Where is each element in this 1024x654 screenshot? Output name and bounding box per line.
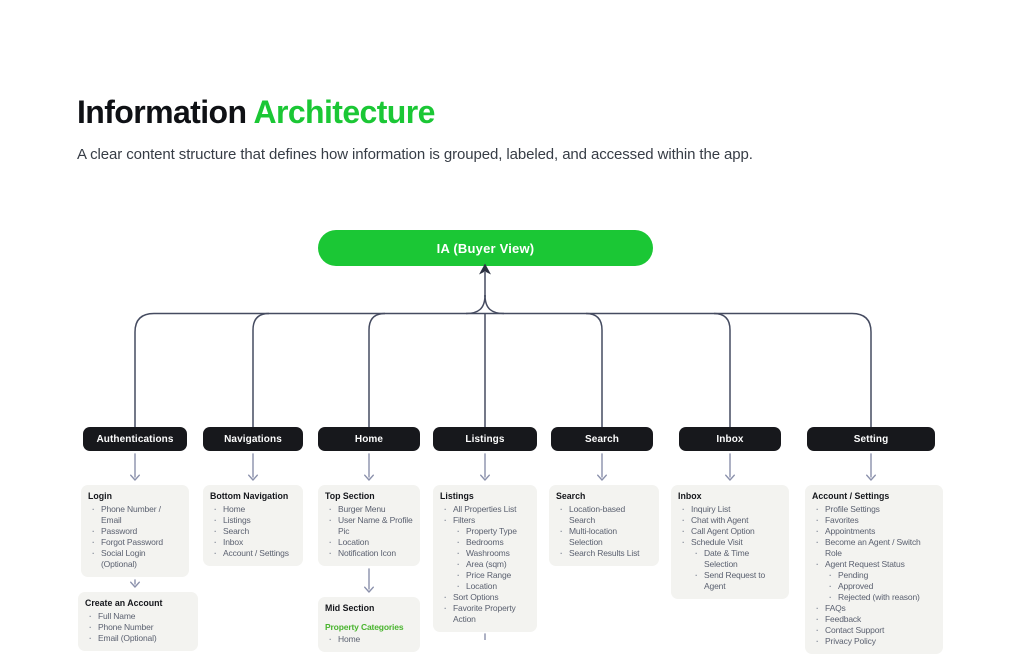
arrowhead-down-icon	[130, 581, 140, 588]
arrowhead-down-icon	[364, 474, 374, 481]
arrowhead-down-icon	[248, 474, 258, 481]
list-item: Become an Agent / Switch Role	[812, 537, 936, 559]
panel-title: Login	[88, 491, 112, 501]
list-item: Contact Support	[812, 625, 936, 636]
list-item: Multi-location Selection	[556, 526, 652, 548]
list-item: Approved	[825, 581, 936, 592]
list-item: Property Type	[453, 526, 530, 537]
list-item: Agent Request Status	[812, 559, 936, 570]
panel-search: SearchLocation-based SearchMulti-locatio…	[549, 485, 659, 566]
list-item: Filters	[440, 515, 530, 526]
list-item: Home	[210, 504, 296, 515]
panel-bottom-navigation: Bottom NavigationHomeListingsSearchInbox…	[203, 485, 303, 566]
list-item: Profile Settings	[812, 504, 936, 515]
list-item: Account / Settings	[210, 548, 296, 559]
trunk-flare-left	[465, 294, 486, 315]
list-item: Full Name	[85, 611, 191, 622]
list-item: All Properties List	[440, 504, 530, 515]
panel-listings: ListingsAll Properties ListFiltersProper…	[433, 485, 537, 632]
panel-title: Bottom Navigation	[210, 491, 289, 501]
panel-title: Inbox	[678, 491, 702, 501]
panel-title: Account / Settings	[812, 491, 890, 501]
arrowhead-down-icon	[597, 474, 607, 481]
arrowhead-down-icon	[866, 474, 876, 481]
list-item: User Name & Profile Pic	[325, 515, 413, 537]
node-authentications[interactable]: Authentications	[83, 427, 187, 451]
list-item: Burger Menu	[325, 504, 413, 515]
list-item: Schedule Visit	[678, 537, 782, 548]
panel-inbox: InboxInquiry ListChat with AgentCall Age…	[671, 485, 789, 599]
list-item: Bedrooms	[453, 537, 530, 548]
trunk-flare-right	[484, 294, 505, 315]
list-item: Listings	[210, 515, 296, 526]
node-inbox[interactable]: Inbox	[679, 427, 781, 451]
page-title-black: Information	[77, 94, 247, 130]
list-item: Inquiry List	[678, 504, 782, 515]
list-item: Area (sqm)	[453, 559, 530, 570]
page-title-green: Architecture	[253, 94, 436, 130]
branch-drop-inbox	[713, 312, 731, 427]
list-item: Privacy Policy	[812, 636, 936, 647]
panel-title: Listings	[440, 491, 474, 501]
branch-drop-navigations	[252, 312, 270, 427]
arrowhead-down-icon	[725, 474, 735, 481]
node-navigations[interactable]: Navigations	[203, 427, 303, 451]
node-listings[interactable]: Listings	[433, 427, 537, 451]
branch-drop-search	[585, 312, 603, 427]
list-item: Forgot Password	[88, 537, 182, 548]
list-item: Feedback	[812, 614, 936, 625]
list-item: Pending	[825, 570, 936, 581]
list-item: Notification Icon	[325, 548, 413, 559]
panel-subheading: Property Categories	[325, 622, 404, 632]
panel-title: Create an Account	[85, 598, 163, 608]
list-item: Appointments	[812, 526, 936, 537]
list-item: Location	[325, 537, 413, 548]
root-node-ia-buyer-view[interactable]: IA (Buyer View)	[318, 230, 653, 266]
node-home[interactable]: Home	[318, 427, 420, 451]
page-title: Information Architecture	[77, 94, 435, 131]
arrowhead-down-icon	[130, 474, 140, 481]
list-item: Email (Optional)	[85, 633, 191, 644]
list-item: Inbox	[210, 537, 296, 548]
panel-top-section: Top SectionBurger MenuUser Name & Profil…	[318, 485, 420, 566]
list-item: Send Request to Agent	[691, 570, 782, 592]
list-item: Favorite Property Action	[440, 603, 530, 625]
list-item: Social Login (Optional)	[88, 548, 182, 570]
list-item: Rejected (with reason)	[825, 592, 936, 603]
list-item: Price Range	[453, 570, 530, 581]
list-item: Call Agent Option	[678, 526, 782, 537]
node-setting[interactable]: Setting	[807, 427, 935, 451]
panel-create-an-account: Create an AccountFull NamePhone NumberEm…	[78, 592, 198, 651]
panel-login: LoginPhone Number / EmailPasswordForgot …	[81, 485, 189, 577]
list-item: Favorites	[812, 515, 936, 526]
arrowhead-down-icon	[364, 586, 374, 593]
list-item: Password	[88, 526, 182, 537]
list-item: Date & Time Selection	[691, 548, 782, 570]
list-item: Chat with Agent	[678, 515, 782, 526]
branch-drop-home	[368, 312, 386, 427]
panel-account-settings: Account / SettingsProfile SettingsFavori…	[805, 485, 943, 654]
panel-title: Search	[556, 491, 586, 501]
list-item: Washrooms	[453, 548, 530, 559]
list-item: Phone Number	[85, 622, 191, 633]
list-item: Phone Number / Email	[88, 504, 182, 526]
arrowhead-down-icon	[480, 474, 490, 481]
node-search[interactable]: Search	[551, 427, 653, 451]
list-item: Search	[210, 526, 296, 537]
list-item: Location	[453, 581, 530, 592]
list-item: Search Results List	[556, 548, 652, 559]
panel-title: Mid Section	[325, 603, 375, 613]
list-item: Sort Options	[440, 592, 530, 603]
list-item: Location-based Search	[556, 504, 652, 526]
branch-rail	[134, 312, 872, 427]
panel-title: Top Section	[325, 491, 375, 501]
page-subtitle: A clear content structure that defines h…	[77, 146, 753, 163]
list-item: FAQs	[812, 603, 936, 614]
